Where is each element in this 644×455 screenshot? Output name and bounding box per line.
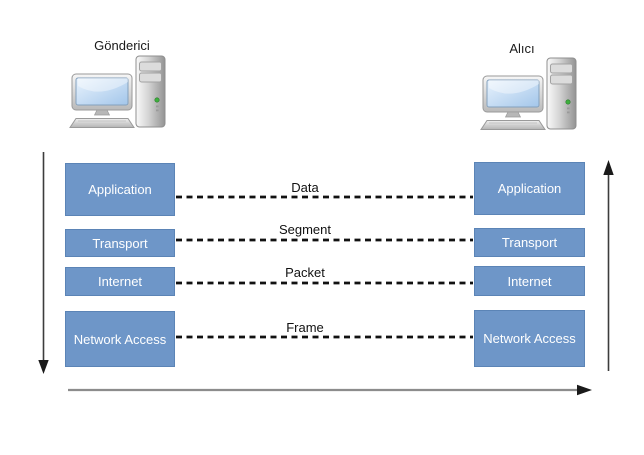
keyboard-icon: [69, 118, 135, 128]
layer-box-network-access-receiver: Network Access: [474, 310, 585, 367]
pdu-label-packet: Packet: [285, 265, 325, 280]
layer-box-internet-sender: Internet: [65, 267, 175, 296]
monitor-icon: [71, 73, 133, 116]
pdu-label-frame: Frame: [286, 320, 324, 335]
layer-box-application-sender: Application: [65, 163, 175, 216]
layer-box-transport-receiver: Transport: [474, 228, 585, 257]
layer-box-network-access-sender: Network Access: [65, 311, 175, 367]
keyboard-icon: [480, 120, 546, 130]
receiver-computer-icon: [480, 57, 577, 130]
pdu-label-data: Data: [291, 180, 319, 195]
monitor-icon: [482, 75, 544, 118]
tower-icon: [546, 57, 577, 130]
pdu-label-segment: Segment: [278, 222, 332, 237]
layer-box-application-receiver: Application: [474, 162, 585, 215]
sender-computer-icon: [69, 55, 166, 128]
sender-flow-arrow: [38, 152, 49, 374]
receiver-flow-arrow: [603, 160, 614, 371]
receiver-title: Alıcı: [509, 41, 535, 56]
layer-box-transport-sender: Transport: [65, 229, 175, 257]
sender-title: Gönderici: [94, 38, 150, 53]
layer-box-internet-receiver: Internet: [474, 266, 585, 296]
tower-icon: [135, 55, 166, 128]
transmission-direction-arrow: [68, 384, 592, 396]
